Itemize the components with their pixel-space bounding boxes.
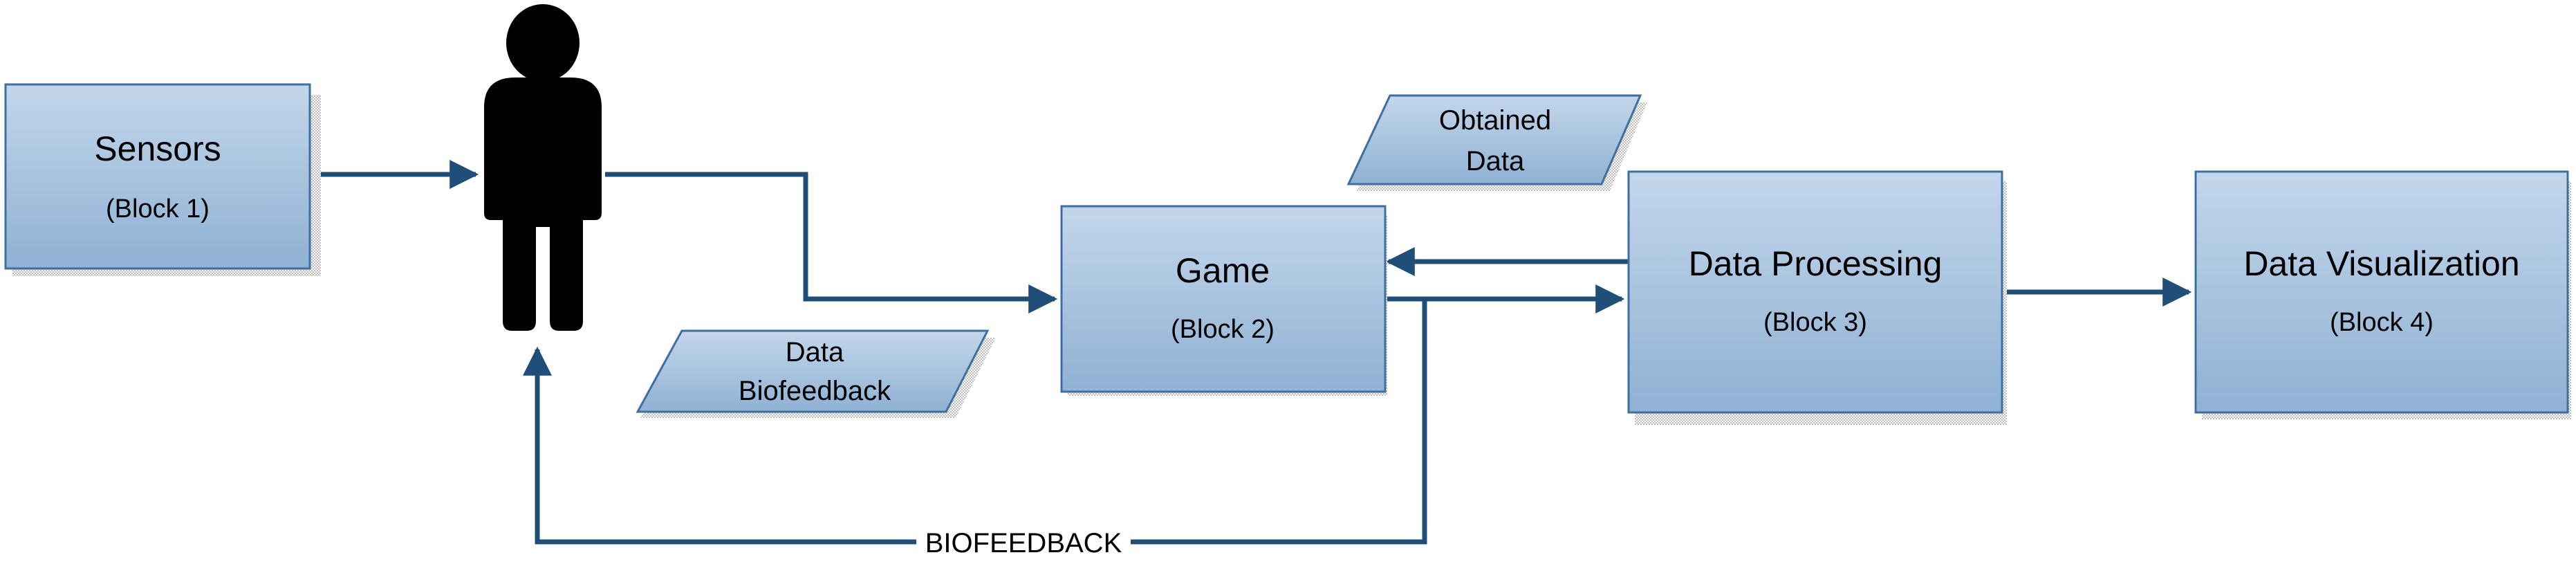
- biofeedback-label-bg: [916, 525, 1131, 559]
- person-silhouette-icon: [484, 4, 602, 331]
- block-title: Data Visualization: [2243, 244, 2519, 283]
- parallelogram-shape: [1346, 94, 1642, 185]
- arrow-person-to-game: [605, 172, 1058, 313]
- block-subtitle: (Block 3): [1763, 308, 1867, 337]
- parallelogram-shape: [636, 329, 990, 413]
- biofeedback-label: BIOFEEDBACK: [925, 528, 1122, 558]
- block-box: [1060, 205, 1387, 393]
- block-game: Game (Block 2): [1060, 205, 1387, 396]
- parallelogram-line1: Data: [786, 337, 844, 367]
- obtained-data-item: Obtained Data: [1346, 94, 1647, 191]
- block-title: Game: [1176, 251, 1270, 290]
- parallelogram-line2: Biofeedback: [739, 376, 891, 406]
- block-sensors: Sensors (Block 1): [4, 83, 321, 276]
- block-processing: Data Processing (Block 3): [1627, 170, 2007, 425]
- block-subtitle: (Block 2): [1171, 315, 1275, 344]
- block-subtitle: (Block 4): [2330, 308, 2434, 337]
- block-title: Data Processing: [1689, 244, 1943, 283]
- block-visualization: Data Visualization (Block 4): [2194, 170, 2571, 419]
- block-title: Sensors: [94, 129, 221, 168]
- block-box: [2194, 170, 2569, 414]
- block-box: [4, 83, 311, 270]
- block-box: [1627, 170, 2003, 414]
- data-biofeedback-item: Data Biofeedback: [636, 329, 996, 418]
- block-subtitle: (Block 1): [106, 194, 210, 224]
- parallelogram-line1: Obtained: [1439, 105, 1551, 136]
- parallelogram-line2: Data: [1466, 146, 1525, 176]
